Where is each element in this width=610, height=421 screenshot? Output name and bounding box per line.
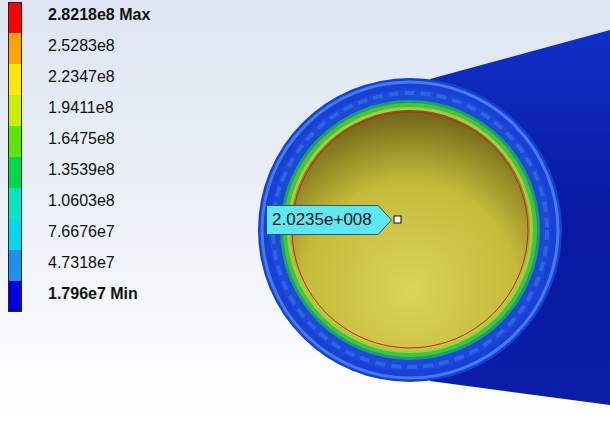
legend-swatch <box>8 250 22 281</box>
legend-value: 1.6475e8 <box>48 126 115 151</box>
legend-row: 2.2347e8 <box>8 64 208 95</box>
legend-row: 2.8218e8 Max <box>8 2 208 33</box>
callout-outline <box>267 206 392 235</box>
legend-row: 7.6676e7 <box>8 219 208 250</box>
probe-callout: 2.0235e+008 <box>266 205 392 235</box>
legend-value: 4.7318e7 <box>48 250 115 275</box>
legend-swatch <box>8 281 22 312</box>
outer-ring <box>258 78 562 382</box>
legend-row: 1.9411e8 <box>8 95 208 126</box>
legend-value: 2.8218e8 Max <box>48 2 150 27</box>
probe-marker <box>394 216 401 223</box>
legend-swatch <box>8 64 22 95</box>
legend-row: 1.0603e8 <box>8 188 208 219</box>
legend-row: 1.796e7 Min <box>8 281 208 312</box>
legend-value: 1.3539e8 <box>48 157 115 182</box>
legend-swatch <box>8 219 22 250</box>
legend-swatch <box>8 157 22 188</box>
legend-value: 2.5283e8 <box>48 33 115 58</box>
legend-swatch <box>8 95 22 126</box>
legend-row: 1.6475e8 <box>8 126 208 157</box>
legend-value: 1.9411e8 <box>48 95 114 120</box>
probe-value: 2.0235e+008 <box>272 210 372 230</box>
legend-row: 2.5283e8 <box>8 33 208 64</box>
legend-swatch <box>8 188 22 219</box>
ring-band <box>262 82 558 378</box>
legend-swatch <box>8 2 22 33</box>
legend-value: 1.796e7 Min <box>48 281 138 306</box>
legend-value: 2.2347e8 <box>48 64 115 89</box>
legend-value: 7.6676e7 <box>48 219 115 244</box>
legend-swatch <box>8 126 22 157</box>
legend-row: 1.3539e8 <box>8 157 208 188</box>
color-legend: 2.8218e8 Max 2.5283e8 2.2347e8 1.9411e8 1.64… <box>8 2 208 314</box>
legend-row: 4.7318e7 <box>8 250 208 281</box>
legend-value: 1.0603e8 <box>48 188 115 213</box>
legend-swatch <box>8 33 22 64</box>
